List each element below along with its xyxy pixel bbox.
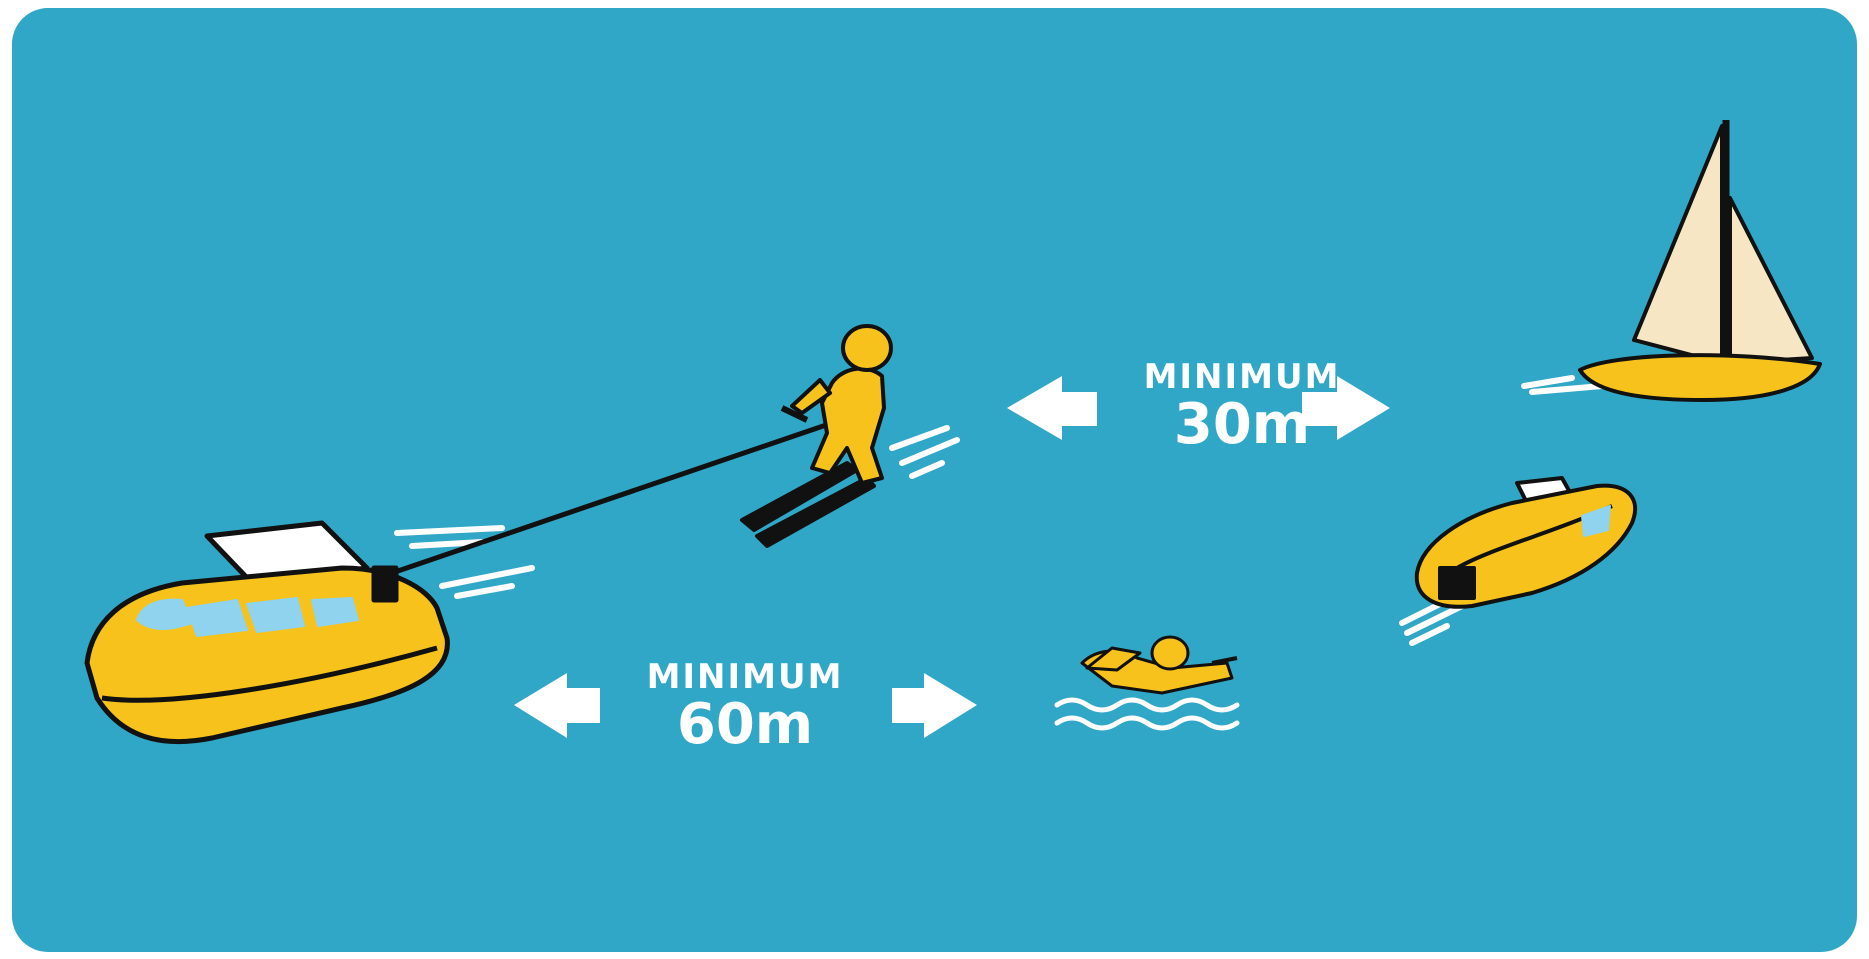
- label-30m-word: MINIMUM: [1144, 357, 1341, 397]
- water-background: [12, 8, 1857, 952]
- safety-diagram: MINIMUM 30m MINIMUM 60m: [12, 8, 1857, 952]
- label-60m-word: MINIMUM: [647, 657, 844, 697]
- label-30m-distance: 30m: [1174, 392, 1310, 457]
- safety-diagram-panel: MINIMUM 30m MINIMUM 60m: [12, 8, 1857, 952]
- label-60m-distance: 60m: [677, 692, 813, 757]
